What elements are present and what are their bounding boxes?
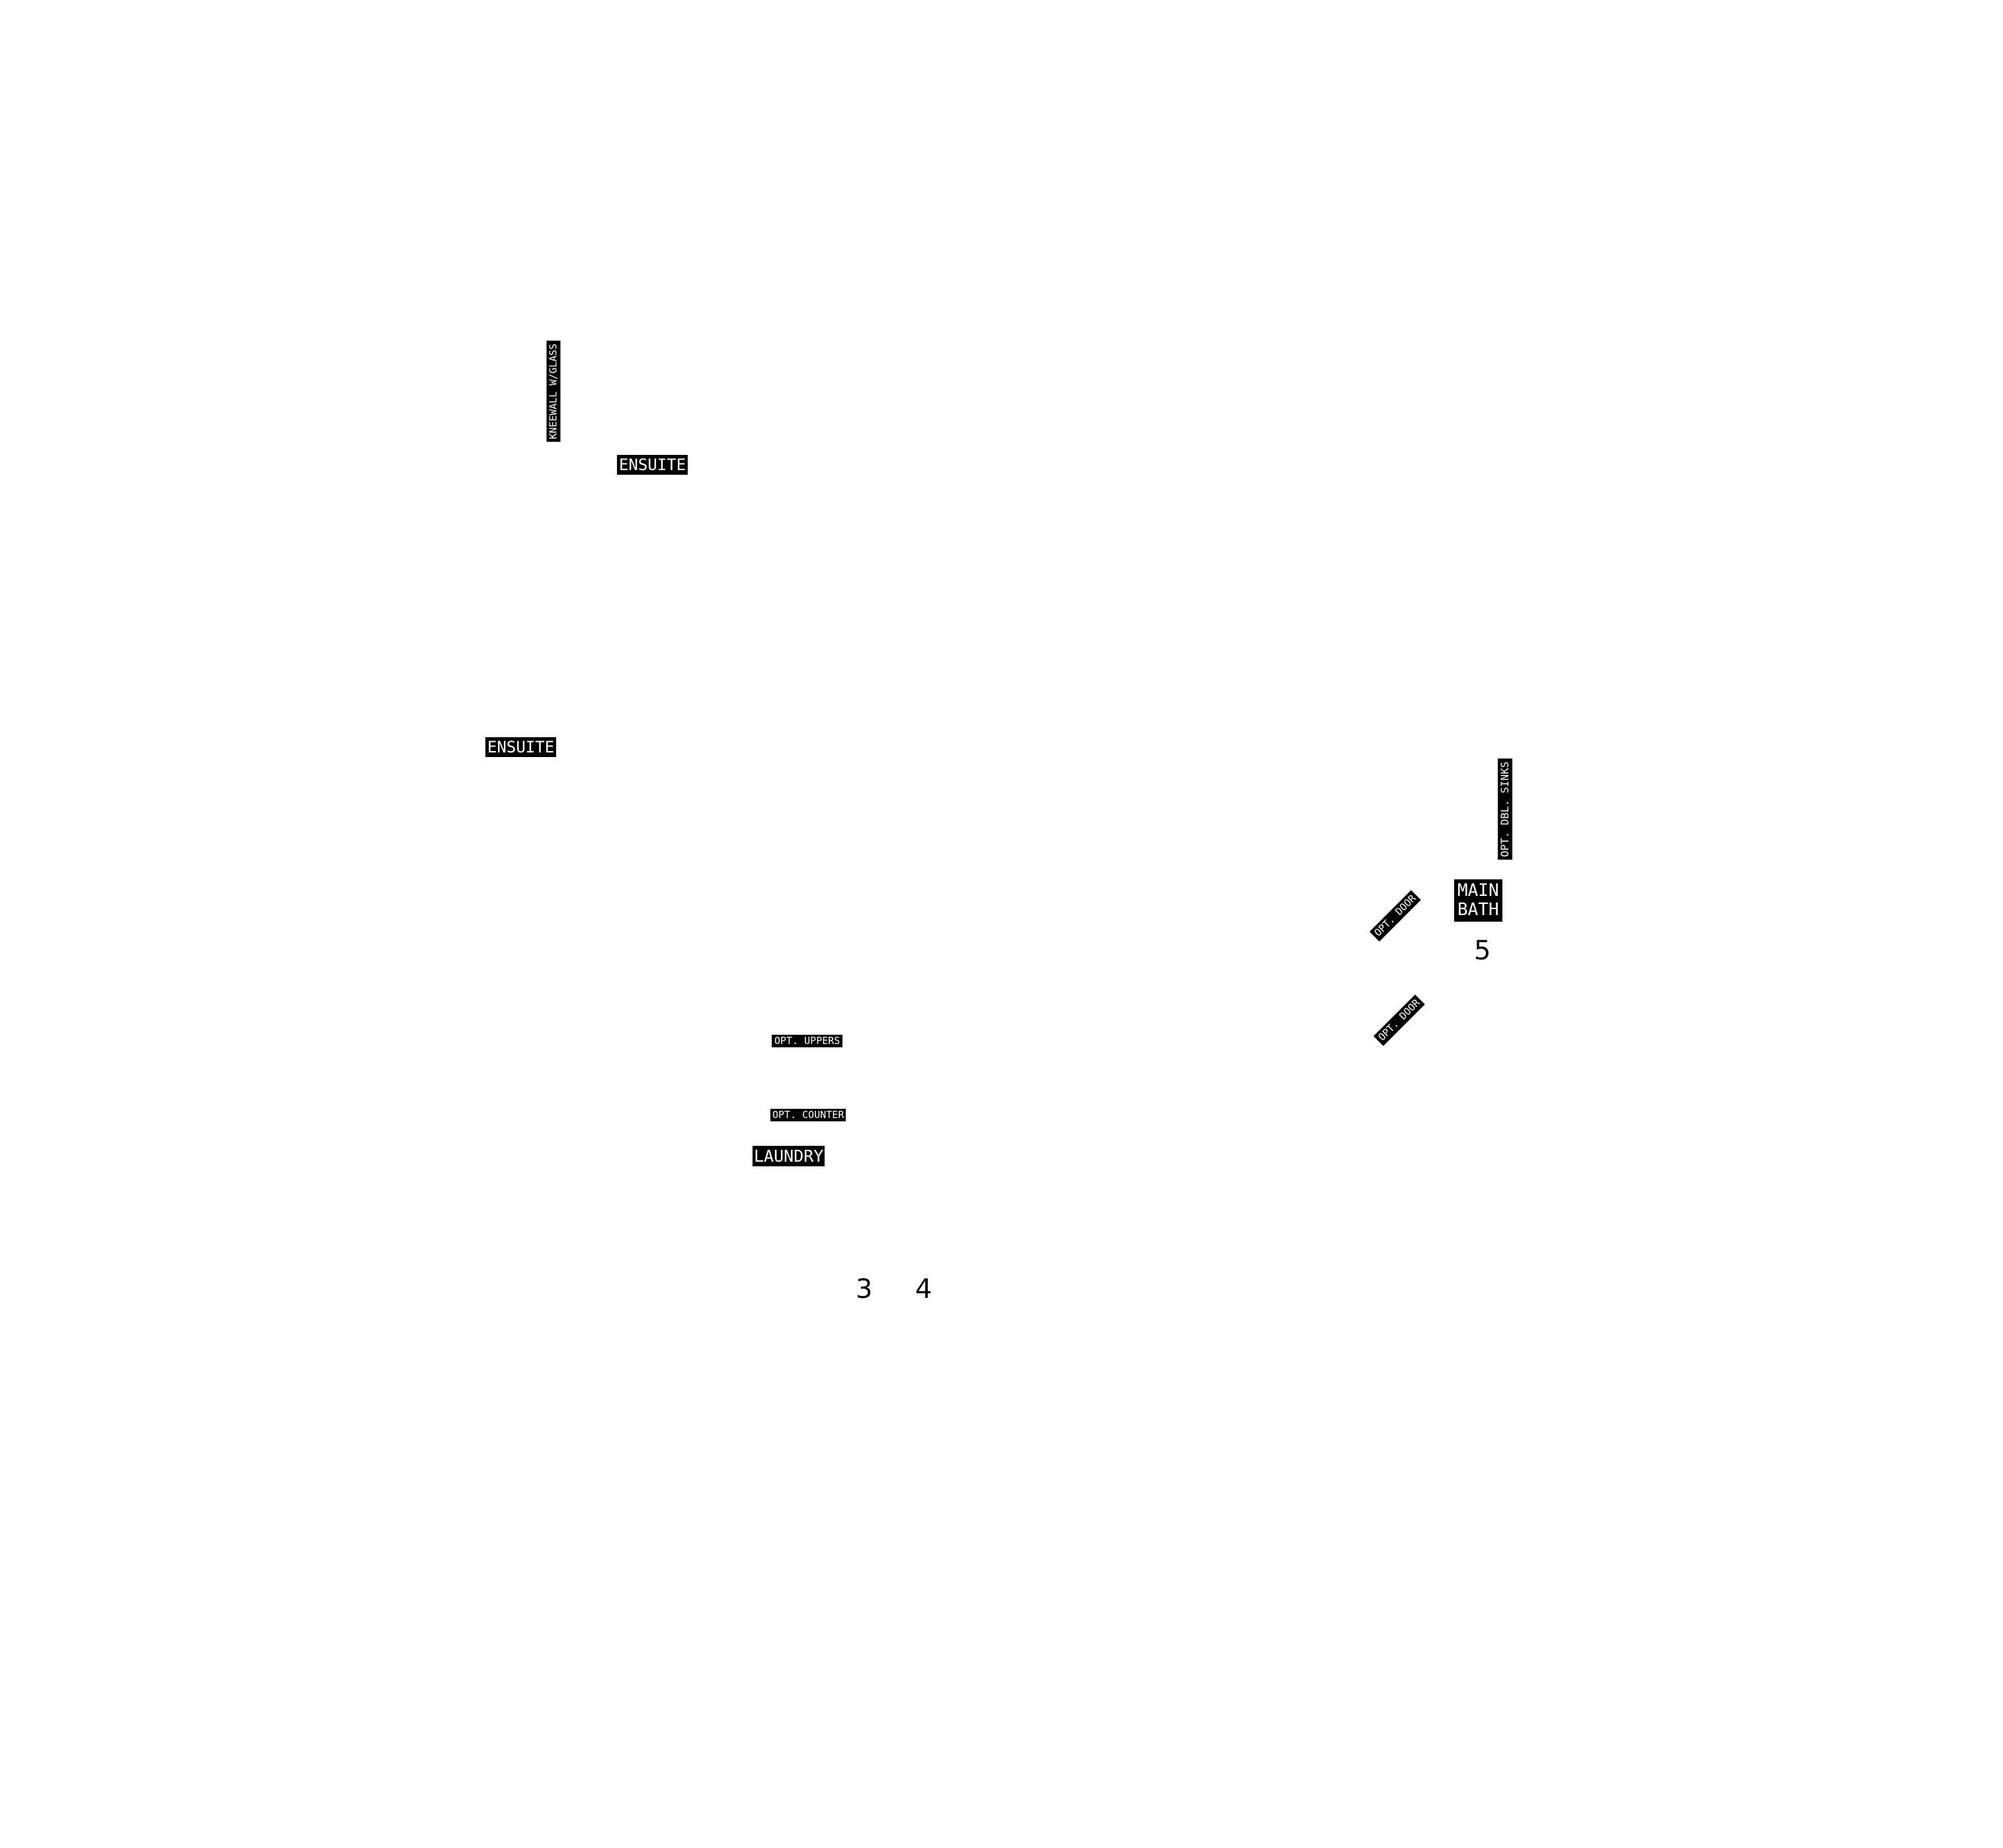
kneewall-label: KNEEWALL W/GLASS xyxy=(546,341,561,442)
room-number-5: 5 xyxy=(1474,936,1491,966)
room-number-3: 3 xyxy=(856,1274,873,1305)
room-number-4: 4 xyxy=(915,1274,932,1305)
opt-counter-label: OPT. COUNTER xyxy=(770,1109,846,1121)
ensuite-top-label: ENSUITE xyxy=(617,455,688,475)
opt-door-lower-label: OPT. DOOR xyxy=(1373,994,1425,1046)
opt-dbl-sinks-label: OPT. DBL. SINKS xyxy=(1498,758,1512,860)
main-bath-line1: MAIN xyxy=(1457,881,1499,901)
laundry-label: LAUNDRY xyxy=(753,1146,825,1166)
ensuite-left-label: ENSUITE xyxy=(485,737,557,757)
opt-door-upper-label: OPT. DOOR xyxy=(1369,890,1421,942)
main-bath-label: MAIN BATH xyxy=(1454,879,1502,922)
main-bath-line2: BATH xyxy=(1457,900,1499,920)
opt-uppers-label: OPT. UPPERS xyxy=(772,1035,843,1047)
